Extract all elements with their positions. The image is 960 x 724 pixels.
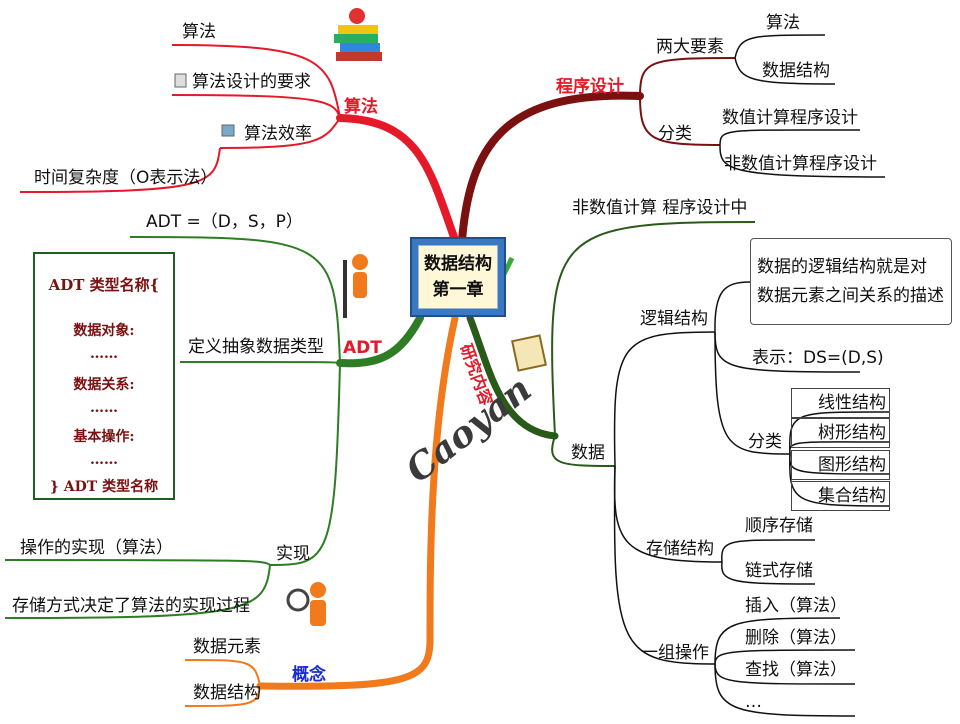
linked-storage[interactable]: 链式存储 xyxy=(745,561,813,581)
magnifier-person-icon xyxy=(286,582,326,626)
storage-structure[interactable]: 存储结构 xyxy=(646,539,714,559)
data-node[interactable]: 数据 xyxy=(571,443,605,463)
center-title: 数据结构 xyxy=(424,254,492,274)
nonnumeric-computation[interactable]: 非数值计算 程序设计中 xyxy=(572,198,748,218)
branch-algorithm xyxy=(336,114,459,244)
representation[interactable]: 表示：DS=(D,S) xyxy=(752,348,884,368)
two-elements[interactable]: 两大要素 xyxy=(656,37,724,57)
numeric-programming[interactable]: 数值计算程序设计 xyxy=(722,108,858,128)
adt-line: …… xyxy=(90,346,118,362)
concept-branch-label[interactable]: 概念 xyxy=(292,665,326,685)
adt-line: 基本操作: xyxy=(73,429,135,445)
logic-type-label: 集合结构 xyxy=(818,486,886,506)
op-delete[interactable]: 删除（算法） xyxy=(745,628,847,648)
center-node[interactable]: 数据结构 第一章 xyxy=(410,237,506,317)
operations[interactable]: 一组操作 xyxy=(641,643,709,663)
branch-concept xyxy=(256,314,459,690)
branch-research xyxy=(466,314,559,440)
branch-adt xyxy=(336,314,424,368)
op-insert[interactable]: 插入（算法） xyxy=(745,596,847,616)
algorithm-efficiency[interactable]: 算法效率 xyxy=(244,124,312,144)
logic-type-box[interactable]: 线性结构 xyxy=(791,388,890,418)
image-icon xyxy=(221,124,235,137)
logic-note: 数据的逻辑结构就是对 数据元素之间关系的描述 xyxy=(750,238,952,325)
adt-template-box: ADT 类型名称{ 数据对象: …… 数据关系: …… 基本操作: …… } A… xyxy=(33,252,175,500)
adt-line: } ADT 类型名称 xyxy=(49,479,159,495)
logic-type-label: 线性结构 xyxy=(818,393,886,413)
logic-category[interactable]: 分类 xyxy=(748,432,782,452)
element-algorithm[interactable]: 算法 xyxy=(766,13,800,33)
center-subtitle: 第一章 xyxy=(432,280,484,300)
algorithm-item[interactable]: 算法 xyxy=(182,22,216,42)
logic-type-box[interactable]: 集合结构 xyxy=(791,481,890,511)
adt-branch-label[interactable]: ADT xyxy=(343,338,382,358)
implementation[interactable]: 实现 xyxy=(276,544,310,564)
note-pad-icon xyxy=(511,334,547,372)
logic-note-line: 数据元素之间关系的描述 xyxy=(757,286,944,306)
logical-structure[interactable]: 逻辑结构 xyxy=(640,309,708,329)
adt-line: 数据对象: xyxy=(73,323,135,339)
algorithm-design-requirements[interactable]: 算法设计的要求 xyxy=(192,72,311,92)
sequential-storage[interactable]: 顺序存储 xyxy=(745,516,813,536)
op-more[interactable]: … xyxy=(745,692,762,712)
algorithm-branch-label[interactable]: 算法 xyxy=(344,97,378,117)
concept-item[interactable]: 数据元素 xyxy=(193,637,261,657)
logic-note-line: 数据的逻辑结构就是对 xyxy=(757,257,927,277)
logic-type-label: 图形结构 xyxy=(818,455,886,475)
concept-item[interactable]: 数据结构 xyxy=(193,683,261,703)
nonnumeric-programming[interactable]: 非数值计算程序设计 xyxy=(724,154,877,174)
adt-line: 数据关系: xyxy=(73,377,135,393)
doc-icon xyxy=(174,73,187,88)
impl-operations[interactable]: 操作的实现（算法） xyxy=(20,538,173,558)
programming-category[interactable]: 分类 xyxy=(658,124,692,144)
adt-line: …… xyxy=(90,452,118,468)
adt-definition[interactable]: ADT =（D，S，P） xyxy=(146,212,303,232)
adt-line: …… xyxy=(90,400,118,416)
logic-type-label: 树形结构 xyxy=(818,423,886,443)
adt-line: ADT 类型名称{ xyxy=(48,276,160,294)
impl-storage[interactable]: 存储方式决定了算法的实现过程 xyxy=(12,596,250,616)
branch-programming xyxy=(458,91,644,244)
programming-branch-label[interactable]: 程序设计 xyxy=(556,77,624,97)
define-adt[interactable]: 定义抽象数据类型 xyxy=(188,337,324,357)
pencil-person-icon xyxy=(343,254,368,318)
op-search[interactable]: 查找（算法） xyxy=(745,660,847,680)
logic-type-box[interactable]: 图形结构 xyxy=(791,450,890,480)
logic-type-box[interactable]: 树形结构 xyxy=(791,418,890,448)
books-icon xyxy=(334,8,382,61)
element-data-structure[interactable]: 数据结构 xyxy=(762,61,830,81)
time-complexity[interactable]: 时间复杂度（O表示法） xyxy=(34,168,218,188)
